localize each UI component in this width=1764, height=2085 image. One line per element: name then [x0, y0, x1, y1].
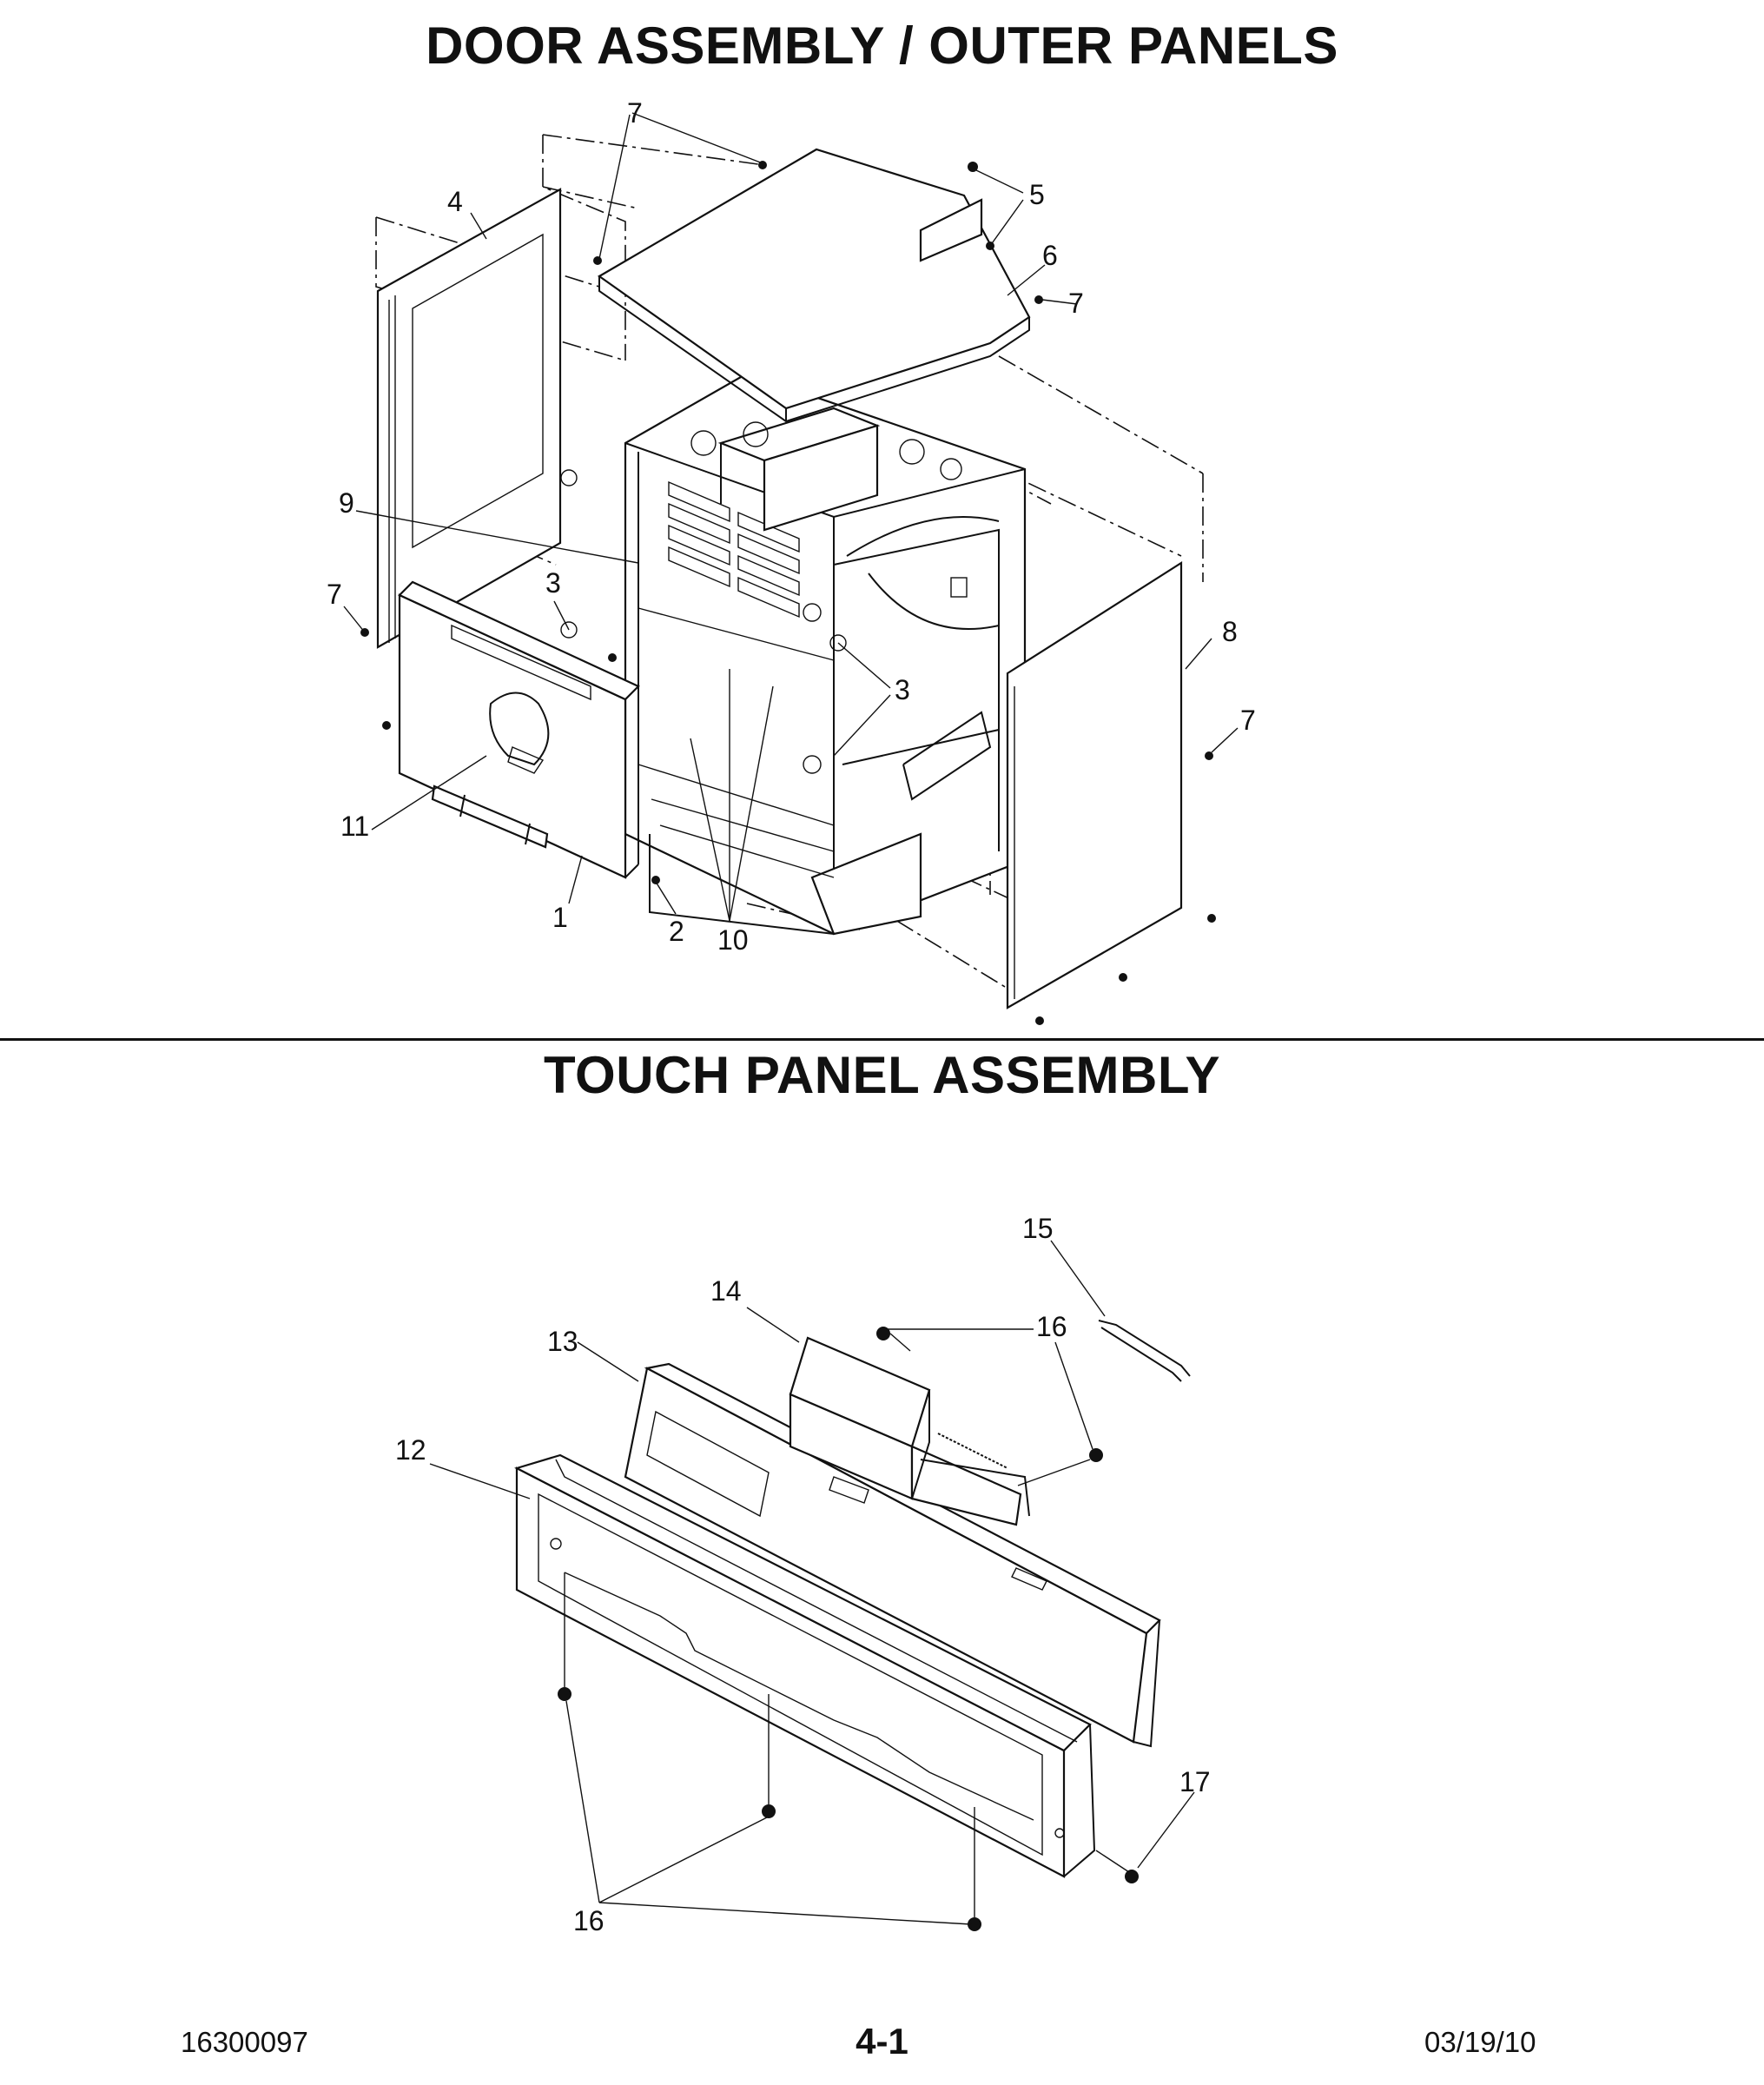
callout-16-bottom: 16	[573, 1905, 605, 1936]
section-divider	[0, 1038, 1764, 1041]
leader-lines-upper	[343, 112, 1239, 922]
callout-3-right: 3	[895, 674, 910, 705]
callout-7-top: 7	[627, 97, 643, 129]
leader-lines-lower	[429, 1240, 1195, 1925]
callout-13: 13	[547, 1326, 578, 1357]
left-side-panel	[376, 188, 562, 649]
panel-screws	[558, 1327, 1139, 1931]
callout-5: 5	[1029, 179, 1045, 210]
callout-9: 9	[339, 487, 354, 519]
callout-7-right: 7	[1240, 705, 1256, 736]
callout-15: 15	[1022, 1213, 1054, 1244]
touch-panel-board	[624, 1362, 1161, 1748]
callout-3-left: 3	[545, 567, 561, 599]
touch-panel-bezel	[514, 1453, 1096, 1878]
callout-11: 11	[340, 811, 369, 842]
callout-7-left: 7	[327, 579, 342, 610]
revision-date: 03/19/10	[1424, 2026, 1536, 2058]
callout-10: 10	[717, 924, 749, 956]
page-number: 4-1	[856, 2021, 908, 2062]
callout-1: 1	[552, 902, 568, 933]
diagram-title-door-assembly: DOOR ASSEMBLY / OUTER PANELS	[426, 17, 1338, 75]
callout-12: 12	[395, 1434, 426, 1466]
callout-4: 4	[447, 186, 463, 217]
callout-2: 2	[669, 916, 684, 947]
callout-16-top: 16	[1036, 1311, 1067, 1342]
oven-door	[398, 580, 640, 879]
right-side-panel	[1006, 560, 1183, 1009]
diagram-title-touch-panel: TOUCH PANEL ASSEMBLY	[543, 1046, 1220, 1104]
document-number: 16300097	[181, 2026, 308, 2058]
callout-6: 6	[1042, 240, 1058, 271]
callout-14: 14	[710, 1275, 742, 1307]
vent-slots	[668, 480, 800, 619]
control-board	[789, 1336, 1030, 1526]
top-cover	[597, 148, 1031, 423]
callout-17: 17	[1179, 1766, 1211, 1797]
oven-cabinet	[624, 372, 1027, 936]
ribbon-cable	[1098, 1320, 1191, 1382]
callout-8: 8	[1222, 616, 1238, 647]
callout-7-right-top: 7	[1068, 288, 1084, 319]
